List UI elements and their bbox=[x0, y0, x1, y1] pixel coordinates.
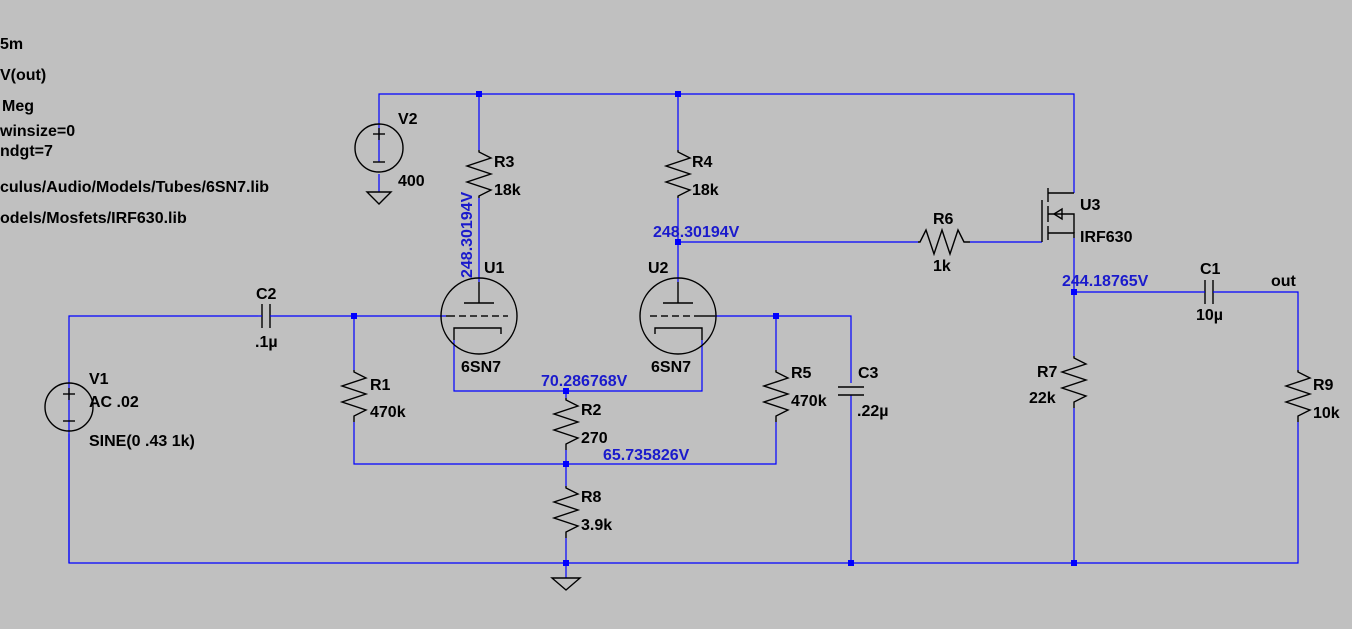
r1-value[interactable]: 470k bbox=[370, 404, 406, 421]
c3-value[interactable]: .22µ bbox=[857, 403, 888, 420]
junctions bbox=[351, 91, 1077, 566]
u1-name[interactable]: U1 bbox=[484, 260, 505, 277]
r9-name[interactable]: R9 bbox=[1313, 377, 1334, 394]
capacitor-c3[interactable] bbox=[838, 386, 864, 396]
r5-name[interactable]: R5 bbox=[791, 365, 812, 382]
u3-value[interactable]: IRF630 bbox=[1080, 229, 1133, 246]
resistor-r1[interactable] bbox=[339, 370, 369, 422]
wire-ground-bus[interactable] bbox=[68, 380, 1299, 564]
directive-lib-irf630[interactable]: odels/Mosfets/IRF630.lib bbox=[0, 210, 187, 227]
junction-dot bbox=[563, 560, 569, 566]
u2-name[interactable]: U2 bbox=[648, 260, 669, 277]
triode-u2[interactable] bbox=[639, 277, 717, 355]
resistor-r3[interactable] bbox=[464, 150, 494, 198]
wires bbox=[68, 93, 1299, 578]
resistor-r9[interactable] bbox=[1283, 370, 1313, 422]
wire-u2-grid-c3[interactable] bbox=[715, 315, 852, 383]
resistor-r2[interactable] bbox=[551, 398, 581, 450]
spice-directives: 5m V(out) Meg winsize=0 ndgt=7 culus/Aud… bbox=[0, 36, 269, 227]
resistor-r7[interactable] bbox=[1059, 356, 1089, 408]
junction-dot bbox=[773, 313, 779, 319]
resistor-r6[interactable] bbox=[918, 227, 970, 257]
v1-name[interactable]: V1 bbox=[89, 371, 109, 388]
junction-dot bbox=[675, 239, 681, 245]
node-voltage-labels: 248.30194V 248.30194V 244.18765V 70.2867… bbox=[459, 191, 1149, 464]
v2-name[interactable]: V2 bbox=[398, 111, 418, 128]
r2-name[interactable]: R2 bbox=[581, 402, 602, 419]
junction-dot bbox=[848, 560, 854, 566]
directive-lib-6sn7[interactable]: culus/Audio/Models/Tubes/6SN7.lib bbox=[0, 179, 269, 196]
component-labels: V2 400 V1 AC .02 SINE(0 .43 1k) R3 18k R… bbox=[89, 111, 1340, 534]
voltage-u2-plate[interactable]: 248.30194V bbox=[653, 224, 740, 241]
c1-name[interactable]: C1 bbox=[1200, 261, 1221, 278]
triode-u1[interactable] bbox=[440, 277, 518, 355]
r9-value[interactable]: 10k bbox=[1313, 405, 1340, 422]
directive-tran[interactable]: 5m bbox=[0, 36, 23, 53]
r3-value[interactable]: 18k bbox=[494, 182, 521, 199]
u2-value[interactable]: 6SN7 bbox=[651, 359, 691, 376]
directive-numdgt[interactable]: ndgt=7 bbox=[0, 143, 53, 160]
resistor-r8[interactable] bbox=[551, 486, 581, 538]
r4-value[interactable]: 18k bbox=[692, 182, 719, 199]
wire-supply-rail[interactable] bbox=[378, 93, 1075, 193]
junction-dot bbox=[476, 91, 482, 97]
junction-dot bbox=[1071, 289, 1077, 295]
r4-name[interactable]: R4 bbox=[692, 154, 713, 171]
resistor-r4[interactable] bbox=[663, 150, 693, 198]
u3-name[interactable]: U3 bbox=[1080, 197, 1101, 214]
v1-value[interactable]: AC .02 bbox=[89, 394, 139, 411]
junction-dot bbox=[1071, 560, 1077, 566]
ground-icon bbox=[550, 577, 582, 591]
resistor-r5[interactable] bbox=[761, 370, 791, 422]
r7-value[interactable]: 22k bbox=[1029, 390, 1056, 407]
capacitor-c1[interactable] bbox=[1201, 280, 1217, 304]
v2-value[interactable]: 400 bbox=[398, 173, 425, 190]
voltage-mosfet-source[interactable]: 244.18765V bbox=[1062, 273, 1149, 290]
wire-grid-return[interactable] bbox=[353, 422, 777, 465]
junction-dot bbox=[563, 388, 569, 394]
voltage-cathode[interactable]: 70.286768V bbox=[541, 373, 628, 390]
c1-value[interactable]: 10µ bbox=[1196, 307, 1223, 324]
wire-v1-c2[interactable] bbox=[68, 315, 258, 380]
voltage-grid-ref[interactable]: 65.735826V bbox=[603, 447, 690, 464]
directive-gmin[interactable]: Meg bbox=[2, 98, 34, 115]
voltage-u1-plate[interactable]: 248.30194V bbox=[459, 191, 476, 278]
r6-name[interactable]: R6 bbox=[933, 211, 954, 228]
r3-name[interactable]: R3 bbox=[494, 154, 515, 171]
r7-name[interactable]: R7 bbox=[1037, 364, 1058, 381]
wire-cathodes[interactable] bbox=[453, 340, 703, 392]
voltage-source-v2[interactable] bbox=[354, 123, 404, 173]
junction-dot bbox=[563, 461, 569, 467]
v1-value2[interactable]: SINE(0 .43 1k) bbox=[89, 433, 195, 450]
capacitor-c2[interactable] bbox=[258, 304, 274, 328]
r5-value[interactable]: 470k bbox=[791, 393, 827, 410]
r8-value[interactable]: 3.9k bbox=[581, 517, 612, 534]
r6-value[interactable]: 1k bbox=[933, 258, 951, 275]
voltage-source-v1[interactable] bbox=[44, 382, 94, 432]
directive-plot[interactable]: V(out) bbox=[0, 67, 46, 84]
r2-value[interactable]: 270 bbox=[581, 430, 608, 447]
r8-name[interactable]: R8 bbox=[581, 489, 602, 506]
c2-name[interactable]: C2 bbox=[256, 286, 277, 303]
net-label-out[interactable]: out bbox=[1271, 273, 1297, 290]
c2-value[interactable]: .1µ bbox=[255, 334, 278, 351]
c3-name[interactable]: C3 bbox=[858, 365, 879, 382]
wire-c1-out[interactable] bbox=[1217, 291, 1299, 370]
junction-dot bbox=[351, 313, 357, 319]
ground-icon bbox=[365, 191, 393, 205]
junction-dot bbox=[675, 91, 681, 97]
directive-winsize[interactable]: winsize=0 bbox=[0, 123, 75, 140]
u1-value[interactable]: 6SN7 bbox=[461, 359, 501, 376]
r1-name[interactable]: R1 bbox=[370, 377, 391, 394]
mosfet-u3[interactable] bbox=[1041, 188, 1075, 242]
